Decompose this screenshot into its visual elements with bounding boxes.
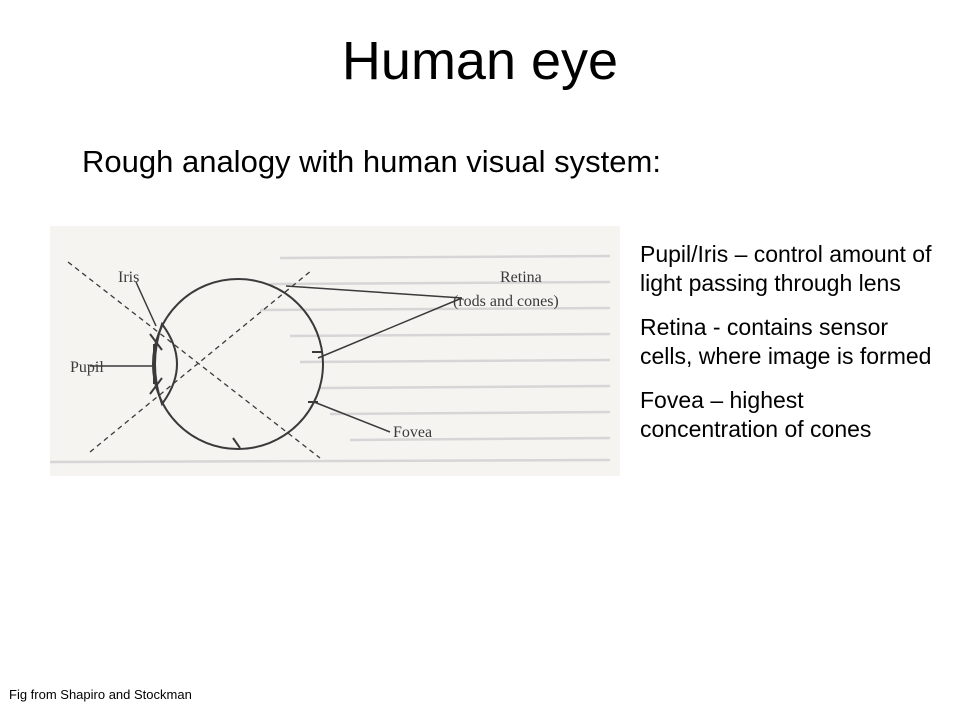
fovea-label: Fovea (393, 424, 432, 441)
iris-marks (149, 333, 163, 395)
light-ray-lines (67, 261, 321, 459)
page-title: Human eye (341, 31, 619, 91)
iris-label: Iris (118, 269, 139, 286)
retina-label: Retina (500, 269, 542, 286)
figure-caption: Fig from Shapiro and Stockman (9, 687, 192, 702)
label-pointers (90, 281, 463, 433)
retina-ticks (232, 351, 322, 449)
page-subtitle: Rough analogy with human visual system: (82, 144, 661, 179)
pupil-label: Pupil (70, 359, 104, 376)
bullet-fovea: Fovea – highest concentration of cones (640, 387, 872, 442)
bullet-pupil-iris: Pupil/Iris – control amount of light pas… (640, 241, 932, 296)
eye-diagram: Iris Retina (rods and cones) Pupil Fovea (50, 226, 620, 476)
eye-diagram-figure: Iris Retina (rods and cones) Pupil Fovea (50, 226, 620, 476)
lens-shape (154, 321, 178, 407)
bullet-list: Pupil/Iris – control amount of light pas… (640, 240, 940, 459)
bullet-retina: Retina - contains sensor cells, where im… (640, 314, 932, 369)
retina-sub-label: (rods and cones) (453, 293, 559, 310)
